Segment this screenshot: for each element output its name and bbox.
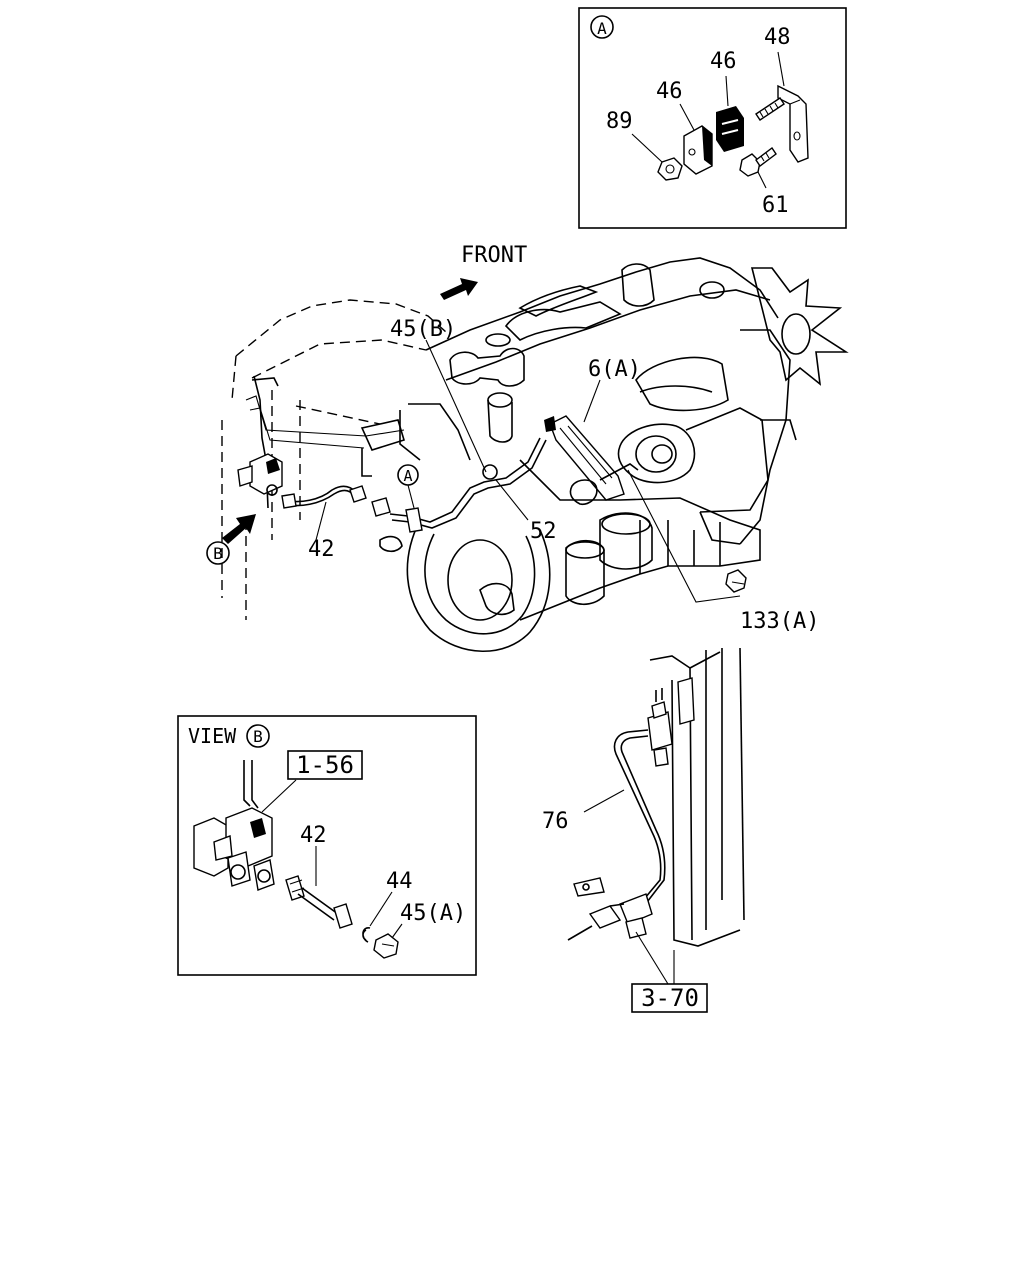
bracket-part-48 — [777, 84, 809, 163]
pipe-42-detail — [285, 875, 353, 929]
label-48: 48 — [764, 25, 791, 50]
view-b-marker: B — [213, 544, 223, 563]
label-45b: 45(B) — [390, 317, 456, 342]
clamp-part-46-right — [716, 106, 744, 152]
ref-box-1-56 — [287, 750, 363, 780]
view-b-arrow-icon — [222, 514, 256, 544]
view-b-marker-circle — [206, 541, 230, 565]
ref-box-3-70-label: 3-70 — [641, 984, 699, 1012]
inset-a: A — [578, 7, 847, 229]
cooling-fan — [750, 267, 849, 386]
view-b-frame — [177, 715, 477, 976]
label-45a: 45(A) — [400, 901, 466, 926]
label-44: 44 — [386, 869, 413, 894]
view-b-inset: VIEW B 1-56 — [177, 715, 477, 976]
label-61: 61 — [762, 193, 789, 218]
label-76: 76 — [542, 809, 569, 834]
main-a-marker: A — [403, 467, 412, 485]
front-arrow-icon — [440, 278, 478, 300]
label-6a: 6(A) — [588, 357, 641, 382]
ref-box-1-56-label: 1-56 — [296, 751, 354, 779]
nut-part-133a — [725, 569, 747, 593]
label-89: 89 — [606, 109, 633, 134]
flywheel-housing — [406, 519, 551, 653]
view-b-title-marker-circle — [246, 724, 270, 748]
bolt-part-61 — [739, 146, 777, 177]
oil-filter — [565, 512, 653, 606]
label-42-view-b: 42 — [300, 823, 327, 848]
bolt-upper — [755, 97, 785, 121]
pipe-part-76 — [613, 729, 662, 905]
actuator-part-6a — [544, 415, 639, 506]
label-133a: 133(A) — [740, 609, 819, 634]
inset-a-frame — [578, 7, 847, 229]
label-42-main: 42 — [308, 537, 335, 562]
nut-part-89 — [657, 157, 683, 181]
front-label: FRONT — [461, 243, 527, 268]
inset-a-marker-circle — [590, 15, 614, 39]
view-b-title-marker: B — [253, 727, 263, 746]
washer-part-44 — [362, 927, 371, 943]
label-46-top: 46 — [710, 49, 737, 74]
label-52: 52 — [530, 519, 557, 544]
view-b-title: VIEW — [188, 724, 237, 748]
solenoid-valve-detail — [193, 760, 275, 891]
ref-box-3-70 — [631, 983, 708, 1013]
pipe-42-main — [283, 485, 357, 503]
engine-assembly: A 45(B) 6(A) 52 42 133(A) B — [206, 257, 849, 653]
nut-part-45a — [373, 933, 399, 959]
clamp-part-46-left — [683, 125, 713, 175]
frame-detail: 76 3-70 — [542, 647, 745, 1013]
solenoid-valve-main — [237, 453, 283, 496]
front-indicator: FRONT — [440, 243, 527, 300]
label-46-left: 46 — [656, 79, 683, 104]
inset-a-marker: A — [597, 19, 607, 38]
